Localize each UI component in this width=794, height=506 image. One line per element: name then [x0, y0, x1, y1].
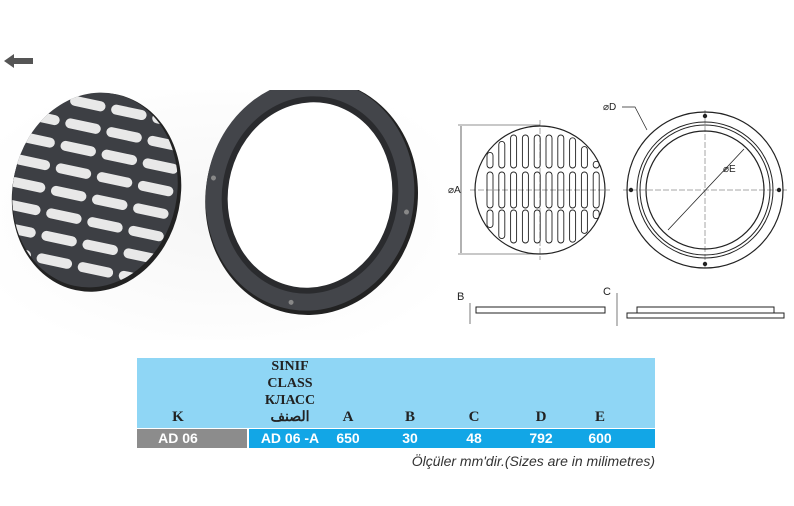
frame-top-view	[622, 106, 787, 270]
cell-a: 650	[336, 430, 360, 446]
product-photo	[0, 90, 440, 340]
header-b: B	[404, 409, 416, 425]
header-a: A	[342, 409, 354, 425]
table-header: K SINIF CLASS КЛАСС الصنف A B C D E	[137, 358, 655, 428]
cell-d: 792	[529, 430, 553, 446]
header-c: C	[468, 409, 480, 425]
header-class-en: CLASS	[267, 376, 313, 391]
table-row: AD 06 AD 06 -A 650 30 48 792 600	[137, 429, 655, 448]
units-note: Ölçüler mm'dir.(Sizes are in milimetres)	[411, 453, 655, 469]
header-class-ru: КЛАСС	[264, 393, 316, 408]
grate-image	[0, 90, 188, 292]
header-d: D	[535, 409, 547, 425]
header-class: SINIF CLASS КЛАСС الصنف	[265, 358, 315, 426]
grate-top-view	[458, 120, 610, 260]
header-e: E	[594, 409, 606, 425]
technical-drawing: ⌀A ⌀D ⌀E B C	[448, 102, 787, 326]
cell-b: 30	[402, 430, 418, 446]
frame-ring-image	[205, 90, 419, 315]
dimension-e-label: ⌀E	[723, 164, 736, 175]
header-class-ar: الصنف	[270, 410, 310, 425]
dimension-c-label: C	[603, 286, 611, 298]
frame-side-view	[616, 293, 785, 326]
cell-k: AD 06	[158, 430, 198, 446]
header-k: K	[172, 409, 184, 425]
cell-class: AD 06 -A	[260, 430, 320, 446]
left-arrow-icon	[4, 54, 33, 68]
back-button[interactable]	[4, 53, 34, 69]
dimension-d-label: ⌀D	[603, 102, 616, 113]
specification-table: K SINIF CLASS КЛАСС الصنف A B C D E AD 0…	[137, 358, 655, 448]
header-class-tr: SINIF	[271, 359, 309, 374]
cell-c: 48	[466, 430, 482, 446]
cell-e: 600	[588, 430, 612, 446]
grate-side-view	[469, 303, 606, 324]
dimension-b-label: B	[457, 291, 464, 303]
dimension-a-label: ⌀A	[448, 185, 461, 196]
